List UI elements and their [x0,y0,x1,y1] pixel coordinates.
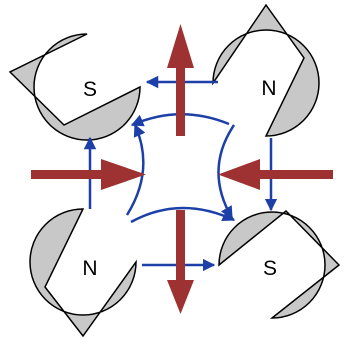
pole-top-right [212,3,320,137]
force-arrow-left [218,159,333,190]
pole-shape [218,209,341,319]
pole-label-bottom-right: S [263,257,277,280]
pole-shape [8,33,141,141]
pole-bottom-left [29,208,137,338]
pole-label-bottom-left: N [82,257,97,280]
force-arrow-down [167,210,194,314]
pole-shape [212,3,320,137]
pole-label-top-left: S [83,78,97,101]
field-line-curve-left [125,123,146,216]
force-arrows [31,24,333,314]
field-line-curve-right [217,124,236,220]
pole-shape [29,208,137,338]
pole-bottom-right [218,209,341,319]
force-arrow-up [167,24,194,136]
force-arrow-right [31,159,146,190]
pole-label-top-right: N [261,77,276,100]
pole-top-left [8,33,141,141]
